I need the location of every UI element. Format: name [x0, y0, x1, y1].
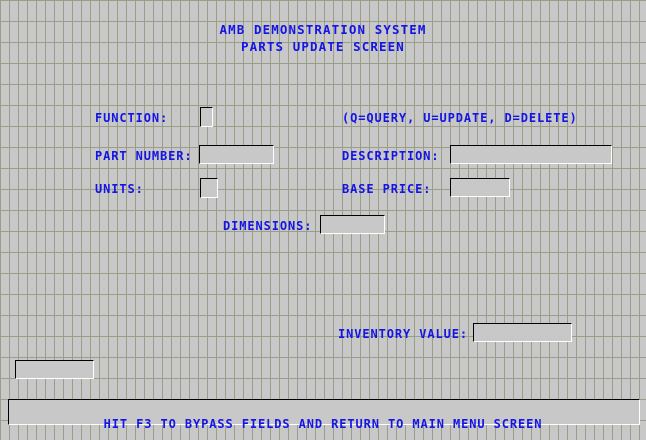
status-message: HIT F3 TO BYPASS FIELDS AND RETURN TO MA…	[103, 417, 543, 431]
page-title-line-2: PARTS UPDATE SCREEN	[241, 39, 405, 54]
dimensions-label: DIMENSIONS:	[223, 219, 313, 233]
function-label: FUNCTION:	[95, 111, 169, 125]
inventory-value-input[interactable]	[473, 323, 572, 342]
base-price-label: BASE PRICE:	[342, 182, 432, 196]
description-label: DESCRIPTION:	[342, 149, 440, 163]
dimensions-input[interactable]	[320, 215, 385, 234]
function-input[interactable]	[200, 107, 213, 127]
unlabeled-input[interactable]	[15, 360, 94, 379]
units-label: UNITS:	[95, 182, 144, 196]
description-input[interactable]	[450, 145, 612, 164]
inventory-value-label: INVENTORY VALUE:	[338, 327, 468, 341]
part-number-input[interactable]	[199, 145, 274, 164]
page-title-line-1: AMB DEMONSTRATION SYSTEM	[219, 22, 427, 37]
part-number-label: PART NUMBER:	[95, 149, 193, 163]
function-hint: (Q=QUERY, U=UPDATE, D=DELETE)	[342, 111, 578, 125]
base-price-input[interactable]	[450, 178, 510, 197]
units-input[interactable]	[200, 178, 218, 198]
status-bar	[8, 399, 640, 425]
